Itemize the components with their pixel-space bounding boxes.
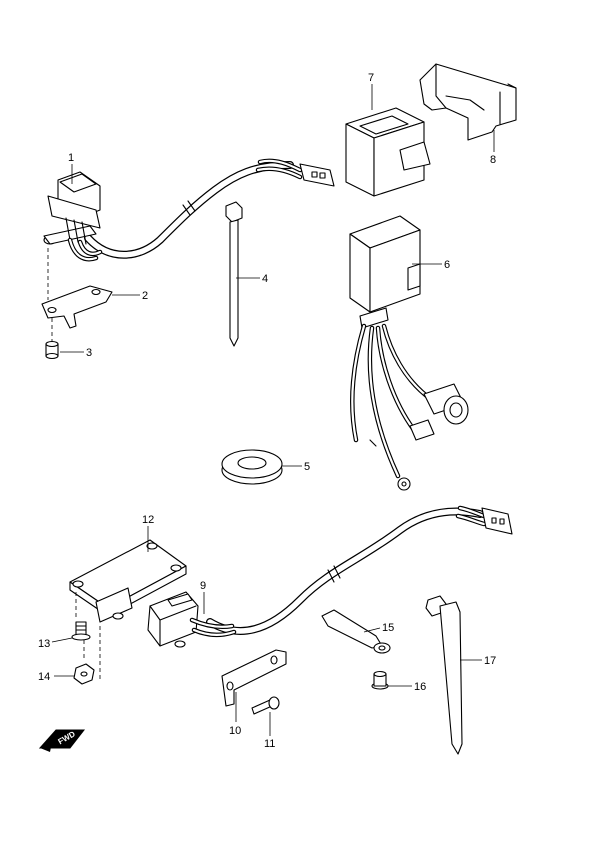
callout-7: 7 — [368, 72, 374, 84]
part-8-holder — [419, 63, 517, 141]
part-5-grommet — [221, 449, 283, 485]
leader-lines — [51, 84, 495, 736]
part-11-screw — [251, 696, 280, 715]
callout-17: 17 — [484, 655, 496, 667]
callout-9: 9 — [200, 580, 206, 592]
part-1-switch-harness — [43, 158, 335, 262]
callout-8: 8 — [490, 154, 496, 166]
callout-labels: 1 2 3 4 5 6 7 8 9 10 11 12 13 14 15 16 1… — [38, 72, 496, 750]
part-17-cable-tie — [425, 595, 463, 755]
part-10-bracket — [221, 649, 287, 707]
part-12-plate-harness — [69, 505, 513, 648]
callout-4: 4 — [262, 273, 268, 285]
callout-15: 15 — [382, 622, 394, 634]
callout-6: 6 — [444, 259, 450, 271]
callout-10: 10 — [229, 725, 241, 737]
part-2-bracket — [41, 285, 113, 329]
part-3-bolt — [45, 340, 59, 360]
callout-16: 16 — [414, 681, 426, 693]
callout-13: 13 — [38, 638, 50, 650]
callout-14: 14 — [38, 671, 50, 683]
part-16-screw — [371, 670, 389, 690]
callout-5: 5 — [304, 461, 310, 473]
part-15-clamp — [321, 609, 391, 654]
part-14-nut — [73, 663, 95, 685]
callout-3: 3 — [86, 347, 92, 359]
callout-2: 2 — [142, 290, 148, 302]
callout-1: 1 — [68, 152, 74, 164]
part-7-relay-box — [345, 107, 431, 197]
callout-11: 11 — [264, 738, 275, 750]
part-4-cable-tie — [225, 201, 243, 347]
callout-12: 12 — [142, 514, 154, 526]
part-6-control-unit — [349, 215, 469, 491]
part-13-bolt — [71, 621, 91, 641]
forward-direction-arrow: FWD — [38, 729, 86, 752]
